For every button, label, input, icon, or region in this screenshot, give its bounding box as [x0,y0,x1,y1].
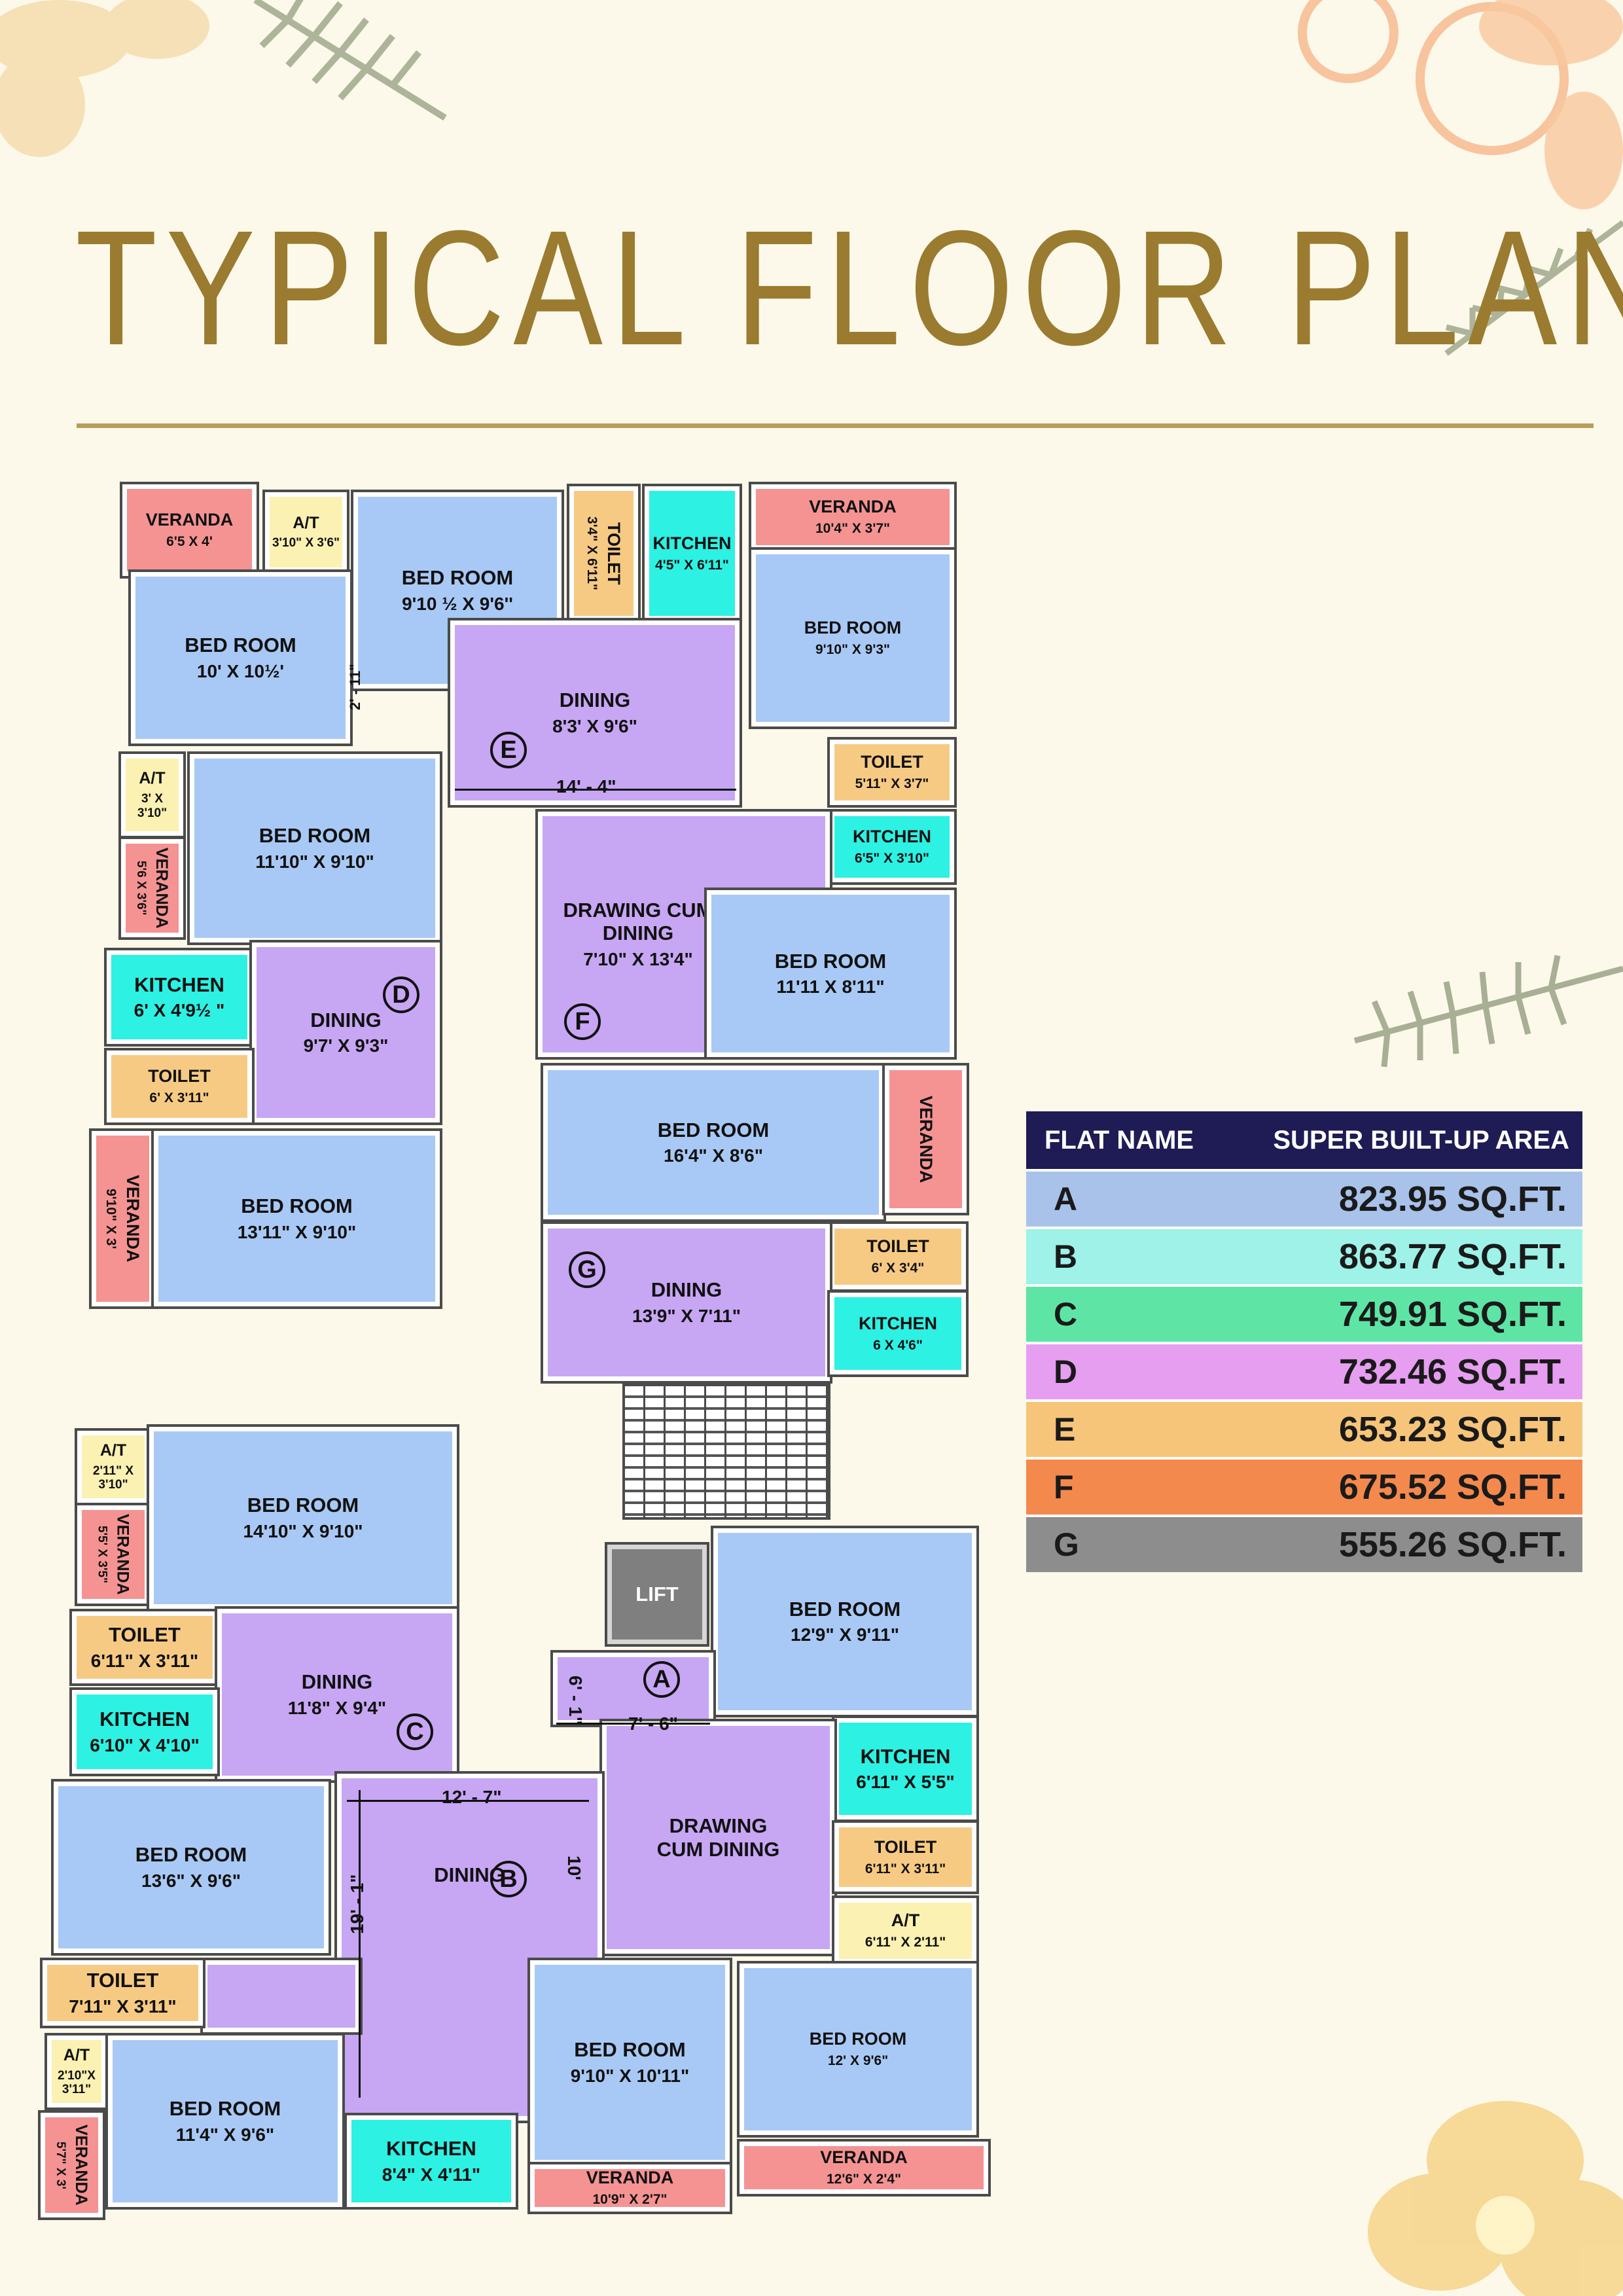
row-flat: D [1054,1354,1078,1390]
row-area: 863.77 SQ.FT. [1338,1237,1567,1276]
row-flat: G [1054,1526,1079,1563]
flower-decoration-top-right-icon [1298,0,1623,356]
flat-label-f: F [564,1003,601,1040]
flat-label-e: E [490,732,527,768]
header-area: SUPER BUILT-UP AREA [1273,1125,1569,1155]
room-a-lobby [550,1650,716,1727]
row-flat: F [1054,1469,1074,1505]
row-area: 732.46 SQ.FT. [1338,1352,1567,1391]
fern-decoration-right-icon [1353,955,1623,1067]
dim-b-line-v [359,1790,361,2098]
row-area: 823.95 SQ.FT. [1338,1179,1567,1219]
row-area: 555.26 SQ.FT. [1338,1525,1567,1564]
flower-decoration-top-left-icon [0,0,447,157]
room-lift: LIFT [605,1542,709,1647]
flat-label-d: D [383,977,419,1013]
row-flat: C [1054,1296,1078,1333]
dim-b-side: 10' [564,1856,584,1880]
flat-label-b: B [490,1861,527,1897]
header-flat-name: FLAT NAME [1044,1125,1194,1155]
dim-e-gap: 2' - 11" [347,664,363,710]
table-row: B 863.77 SQ.FT. [1026,1227,1582,1284]
dim-b-line-h [347,1800,589,1802]
row-flat: E [1054,1411,1076,1448]
flat-label-c: C [397,1713,433,1750]
row-area: 653.23 SQ.FT. [1338,1410,1567,1449]
row-flat: B [1054,1238,1078,1275]
area-table: FLAT NAME SUPER BUILT-UP AREA A 823.95 SQ… [1026,1111,1582,1572]
room-g-veranda: VERANDA [882,1063,969,1215]
dim-e-width: 14' - 4" [556,776,616,797]
dim-a-line [556,1723,710,1725]
row-area: 749.91 SQ.FT. [1338,1295,1567,1334]
table-row: G 555.26 SQ.FT. [1026,1515,1582,1572]
flat-label-g: G [569,1251,605,1288]
staircase [622,1384,830,1520]
table-row: E 653.23 SQ.FT. [1026,1399,1582,1457]
table-row: F 675.52 SQ.FT. [1026,1457,1582,1515]
area-table-header: FLAT NAME SUPER BUILT-UP AREA [1026,1111,1582,1169]
room-a-drawing-dining: DRAWING CUM DINING [599,1719,837,1956]
dim-b-height: 19' - 1" [347,1874,367,1934]
flower-decoration-bottom-right-icon [1368,2101,1623,2296]
dim-e-line [455,789,736,791]
row-flat: A [1054,1181,1078,1217]
flat-label-a: A [643,1661,680,1698]
table-row: C 749.91 SQ.FT. [1026,1284,1582,1342]
title-divider [77,423,1594,428]
table-row: D 732.46 SQ.FT. [1026,1342,1582,1399]
table-row: A 823.95 SQ.FT. [1026,1169,1582,1227]
dim-a-height: 6' - 1" [565,1676,586,1725]
room-b-hall [200,1958,363,2035]
row-area: 675.52 SQ.FT. [1338,1467,1567,1507]
dim-b-width: 12' - 7" [442,1787,502,1807]
